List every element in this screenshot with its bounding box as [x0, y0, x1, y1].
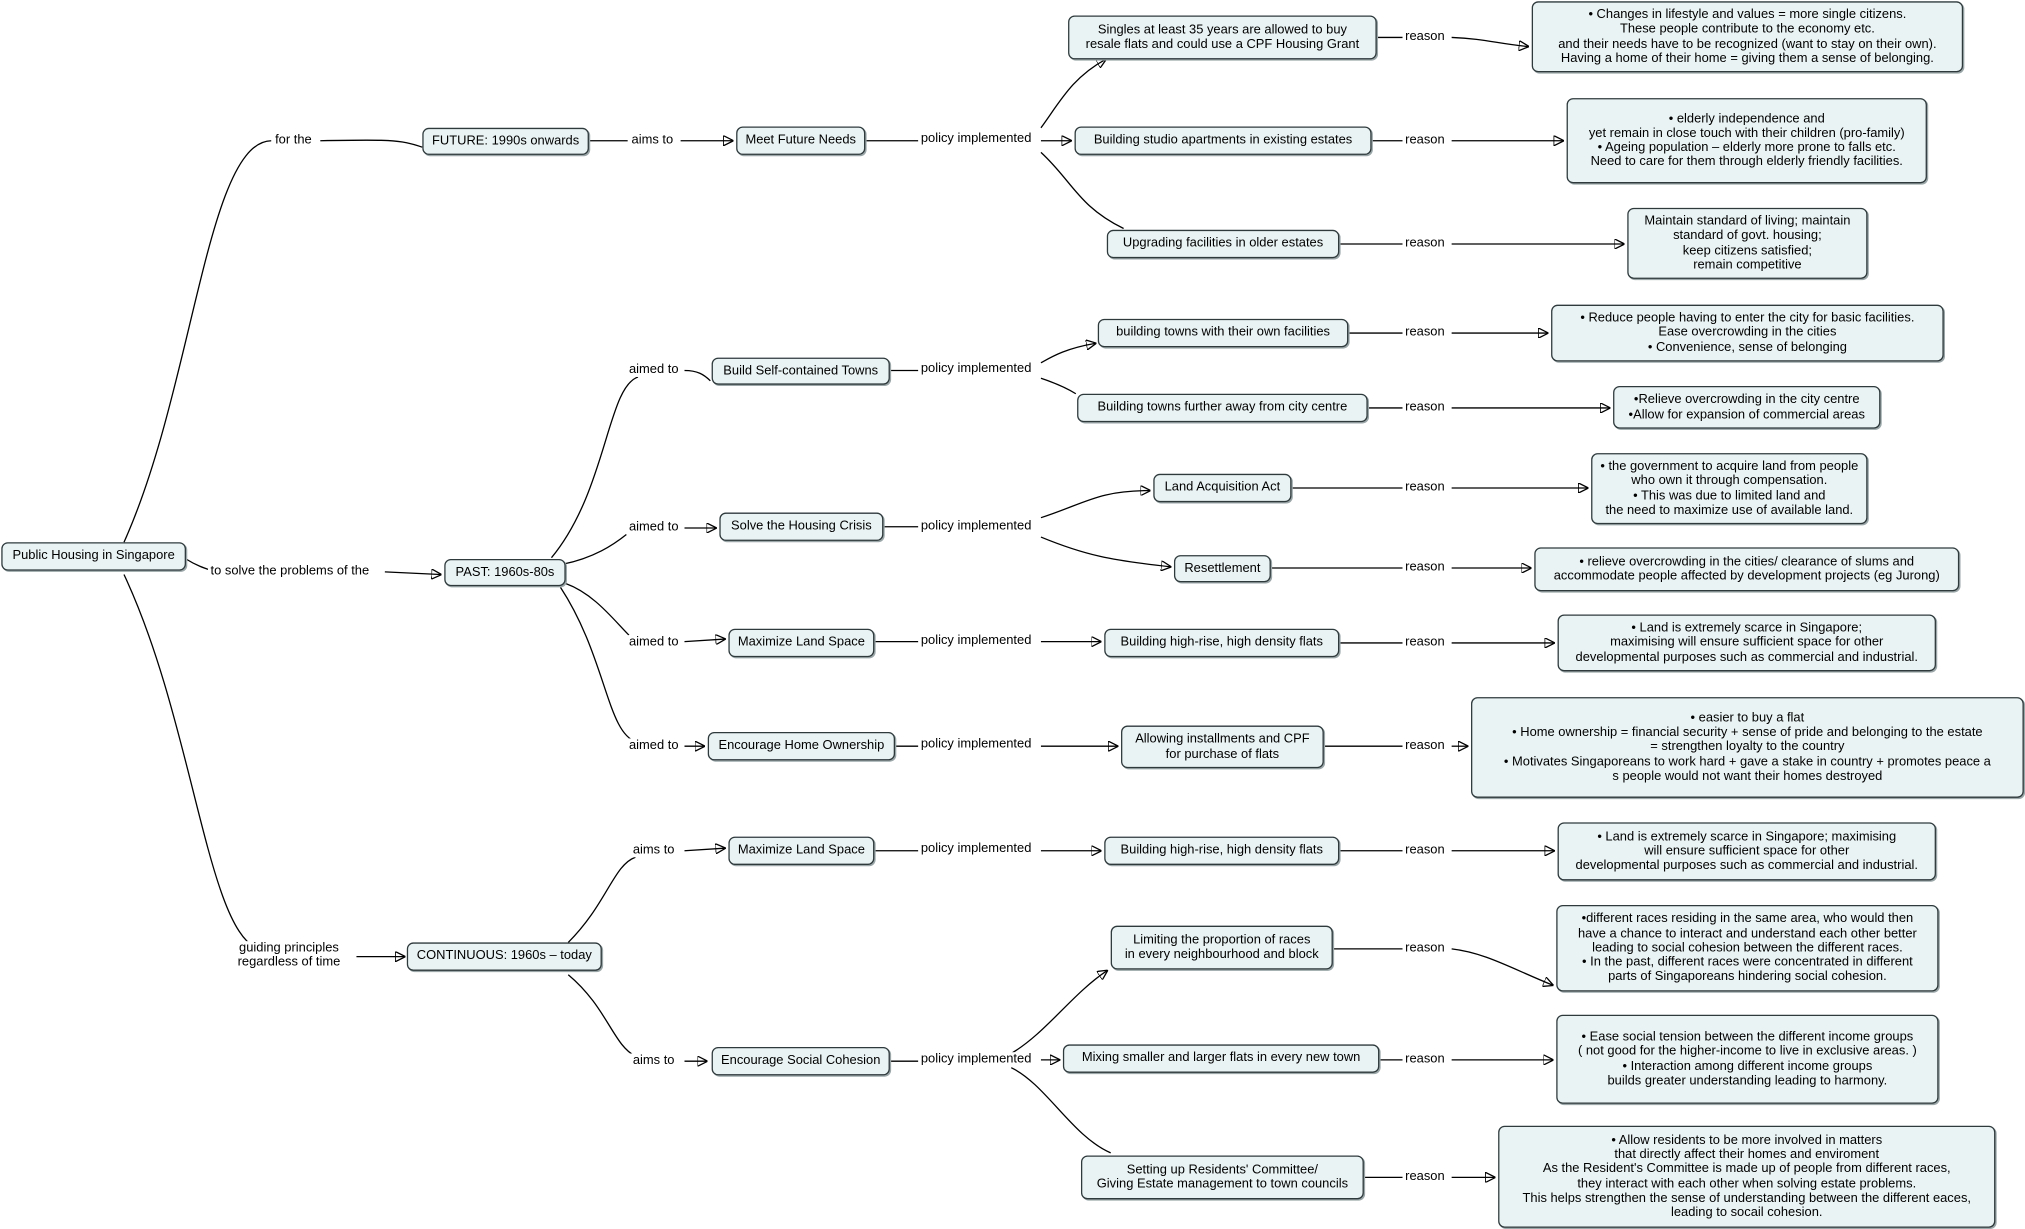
reason-label: reason: [1402, 1169, 1448, 1185]
link-label-for-the: for the: [272, 132, 315, 148]
reason-label: reason: [1402, 635, 1448, 650]
aimed-to-label: aimed to: [626, 635, 682, 650]
policy-link-label: policy implemented: [918, 841, 1034, 857]
reason-towns-further-away[interactable]: •Relieve overcrowding in the city centre…: [1613, 386, 1881, 429]
reason-high-rise-past[interactable]: • Land is extremely scarce in Singapore;…: [1557, 614, 1936, 672]
policy-link-label: policy implemented: [918, 1052, 1034, 1067]
link-label-guiding: guiding principles regardless of time: [235, 941, 343, 971]
reason-label: reason: [1402, 236, 1448, 251]
policy-link-label: policy implemented: [918, 737, 1034, 752]
aims-to-label: aims to: [630, 1053, 678, 1068]
link-label-to-solve: to solve the problems of the: [207, 564, 372, 579]
reason-label: reason: [1402, 560, 1448, 575]
link-root-continuous: [123, 574, 259, 950]
policy-link-label: policy implemented: [918, 633, 1034, 649]
policy-upgrading-facilities[interactable]: Upgrading facilities in older estates: [1106, 229, 1340, 259]
policy-singles-resale[interactable]: Singles at least 35 years are allowed to…: [1068, 15, 1377, 60]
reason-upgrading-facilities[interactable]: Maintain standard of living; maintain st…: [1627, 207, 1868, 279]
goal-social-cohesion[interactable]: Encourage Social Cohesion: [711, 1047, 890, 1076]
reason-label: reason: [1402, 738, 1448, 753]
link-forthe-future: [320, 139, 423, 148]
reason-land-acquisition[interactable]: • the government to acquire land from pe…: [1591, 453, 1868, 525]
reason-towns-own-facilities[interactable]: • Reduce people having to enter the city…: [1551, 304, 1944, 362]
policy-studio-apartments[interactable]: Building studio apartments in existing e…: [1074, 126, 1372, 155]
link-tosolve-past: [384, 572, 441, 575]
aims-to-label: aims to: [630, 843, 678, 858]
policy-limiting-races[interactable]: Limiting the proportion of races in ever…: [1110, 925, 1333, 970]
reason-mixing-flats[interactable]: • Ease social tension between the differ…: [1556, 1014, 1939, 1104]
goal-maximize-land-continuous[interactable]: Maximize Land Space: [728, 836, 875, 865]
goal-home-ownership[interactable]: Encourage Home Ownership: [707, 731, 896, 761]
future-aims-label: aims to: [628, 132, 676, 148]
goal-self-contained-towns[interactable]: Build Self-contained Towns: [711, 357, 890, 385]
policy-link-label: policy implemented: [918, 131, 1034, 147]
policy-residents-committee[interactable]: Setting up Residents' Committee/ Giving …: [1080, 1155, 1364, 1200]
reason-studio-apartments[interactable]: • elderly independence and yet remain in…: [1566, 98, 1927, 184]
reason-limiting-races[interactable]: •different races residing in the same ar…: [1556, 904, 1939, 992]
reason-label: reason: [1402, 941, 1448, 956]
reason-label: reason: [1402, 132, 1448, 148]
reason-singles-resale[interactable]: • Changes in lifestyle and values = more…: [1531, 1, 1964, 73]
aimed-to-label: aimed to: [626, 362, 682, 378]
aimed-to-label: aimed to: [626, 520, 682, 535]
reason-label: reason: [1402, 325, 1448, 340]
past-node[interactable]: PAST: 1960s-80s: [444, 559, 566, 587]
reason-installments-cpf[interactable]: • easier to buy a flat • Home ownership …: [1471, 697, 2024, 798]
policy-link-label: policy implemented: [918, 518, 1034, 534]
reason-label: reason: [1402, 29, 1448, 45]
future-node[interactable]: FUTURE: 1990s onwards: [422, 127, 589, 155]
goal-housing-crisis[interactable]: Solve the Housing Crisis: [719, 512, 884, 541]
reason-label: reason: [1402, 400, 1448, 415]
reason-label: reason: [1402, 480, 1448, 495]
goal-maximize-land-past[interactable]: Maximize Land Space: [728, 628, 875, 658]
policy-high-rise-past[interactable]: Building high-rise, high density flats: [1104, 628, 1340, 658]
reason-high-rise-continuous[interactable]: • Land is extremely scarce in Singapore;…: [1557, 822, 1936, 881]
reason-label: reason: [1402, 1052, 1448, 1067]
reason-residents-committee[interactable]: • Allow residents to be more involved in…: [1498, 1125, 1996, 1228]
policy-land-acquisition[interactable]: Land Acquisition Act: [1153, 473, 1292, 503]
goal-meet-future-needs[interactable]: Meet Future Needs: [736, 126, 866, 155]
reason-label: reason: [1402, 843, 1448, 858]
policy-installments-cpf[interactable]: Allowing installments and CPF for purcha…: [1121, 725, 1324, 769]
policy-towns-own-facilities[interactable]: building towns with their own facilities: [1097, 318, 1349, 348]
policy-high-rise-continuous[interactable]: Building high-rise, high density flats: [1104, 836, 1340, 865]
root-node[interactable]: Public Housing in Singapore: [1, 542, 186, 571]
policy-mixing-flats[interactable]: Mixing smaller and larger flats in every…: [1062, 1044, 1380, 1073]
policy-link-label: policy implemented: [918, 361, 1034, 376]
link-root-future: [123, 140, 272, 543]
continuous-node[interactable]: CONTINUOUS: 1960s – today: [406, 942, 602, 971]
policy-resettlement[interactable]: Resettlement: [1173, 555, 1271, 583]
reason-resettlement[interactable]: • relieve overcrowding in the cities/ cl…: [1534, 547, 1960, 592]
aimed-to-label: aimed to: [626, 738, 682, 753]
policy-towns-further-away[interactable]: Building towns further away from city ce…: [1077, 393, 1368, 423]
